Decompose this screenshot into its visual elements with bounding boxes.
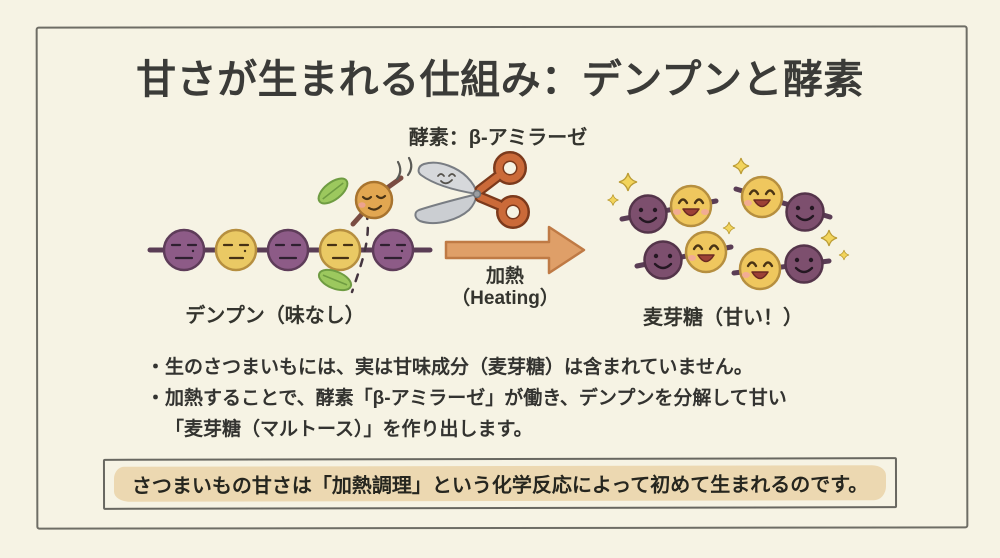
leaf-icon <box>317 268 353 292</box>
maltose-pair <box>733 175 833 232</box>
heating-arrow-icon <box>444 225 586 275</box>
sparkle-icon <box>607 194 619 206</box>
conclusion-highlight: さつまいもの甘さは「加熱調理」という化学反応によって初めて生まれるのです。 <box>113 465 887 502</box>
maltose-label: 麦芽糖（甘い！） <box>643 307 803 329</box>
cut-line <box>350 210 370 294</box>
sparkle-icon <box>722 221 736 235</box>
detached-molecule <box>350 175 404 227</box>
starch-unit <box>318 228 362 272</box>
starch-unit <box>266 228 310 272</box>
maltose-pair <box>634 230 734 280</box>
conclusion-box: さつまいもの甘さは「加熱調理」という化学反応によって初めて生まれるのです。 <box>102 457 898 510</box>
conclusion-text: さつまいもの甘さは「加熱調理」という化学反応によって初めて生まれるのです。 <box>131 474 869 498</box>
sparkle-icon <box>732 157 750 175</box>
leaf-icon <box>317 177 349 205</box>
bullet-item-raw-potato: ・生のさつまいもには、実は甘味成分（麦芽糖）は含まれていません。 <box>146 357 753 378</box>
maltose-pair <box>731 244 832 291</box>
maltose-pair <box>619 184 719 234</box>
heating-label: 加熱 （Heating） <box>420 266 590 310</box>
sparkle-icon <box>820 229 838 247</box>
starch-unit <box>371 228 415 272</box>
scissors-face <box>437 173 456 185</box>
starch-label: デンプン（味なし） <box>185 305 365 327</box>
enzyme-label: 酵素：β-アミラーゼ <box>408 127 588 149</box>
page-title: 甘さが生まれる仕組み：デンプンと酵素 <box>136 58 864 102</box>
heating-label-jp: 加熱 <box>485 266 524 287</box>
heating-label-en: （Heating） <box>451 288 559 309</box>
motion-lines <box>395 156 413 181</box>
starch-unit <box>162 228 206 272</box>
starch-chain <box>147 228 433 272</box>
sparkle-icon <box>838 249 850 261</box>
bullet-item-heating-enzyme: ・加熱することで、酵素「β-アミラーゼ」が働き、デンプンを分解して甘い 「麦芽糖… <box>146 388 787 440</box>
sparkle-icon <box>618 172 638 192</box>
scissors-icon <box>414 151 530 229</box>
starch-unit <box>214 228 258 272</box>
bullet-list: ・生のさつまいもには、実は甘味成分（麦芽糖）は含まれていません。 ・加熱すること… <box>146 352 886 445</box>
